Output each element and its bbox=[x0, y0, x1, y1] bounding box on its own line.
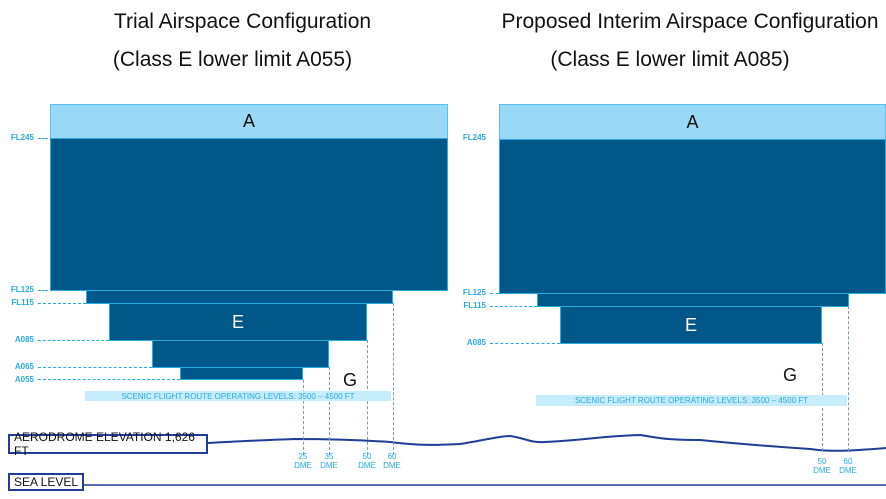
dme-line bbox=[303, 380, 304, 455]
aerodrome-elevation-label: AERODROME ELEVATION 1,626 FT bbox=[8, 430, 208, 458]
dme-line bbox=[848, 306, 849, 451]
right-level-fl125: FL125 bbox=[462, 288, 486, 297]
left-class-e: E bbox=[109, 303, 367, 341]
left-tier-fl115 bbox=[86, 290, 393, 304]
left-class-g: G bbox=[343, 370, 358, 390]
right-class-a: A bbox=[499, 104, 886, 140]
left-level-a055: A055 bbox=[14, 375, 34, 384]
right-subtitle: (Class E lower limit A085) bbox=[550, 48, 790, 71]
left-class-a: A bbox=[50, 104, 448, 139]
right-tier-fl115 bbox=[537, 293, 849, 307]
left-upper-block bbox=[50, 138, 448, 291]
left-level-fl245: FL245 bbox=[10, 133, 34, 142]
terrain-line bbox=[207, 433, 886, 452]
right-class-g: G bbox=[783, 365, 798, 385]
left-scenic-route: SCENIC FLIGHT ROUTE OPERATING LEVELS: 35… bbox=[85, 391, 391, 401]
left-title: Trial Airspace Configuration bbox=[113, 10, 372, 33]
left-level-fl125: FL125 bbox=[10, 285, 34, 294]
sea-level-label: SEA LEVEL bbox=[8, 473, 84, 491]
left-level-a085: A085 bbox=[14, 335, 34, 344]
left-level-a065: A065 bbox=[14, 362, 34, 371]
right-class-e: E bbox=[560, 306, 822, 344]
left-tier-a055 bbox=[180, 367, 303, 380]
right-upper-block bbox=[499, 139, 886, 294]
right-scenic-route: SCENIC FLIGHT ROUTE OPERATING LEVELS: 35… bbox=[536, 395, 847, 406]
right-title: Proposed Interim Airspace Configuration bbox=[501, 10, 879, 33]
dme-line bbox=[393, 303, 394, 455]
dme-line bbox=[329, 367, 330, 455]
right-level-a085: A085 bbox=[466, 338, 486, 347]
left-tier-a065 bbox=[152, 340, 329, 368]
right-level-fl115: FL115 bbox=[463, 301, 486, 310]
right-level-fl245: FL245 bbox=[462, 133, 486, 142]
left-subtitle: (Class E lower limit A055) bbox=[112, 48, 353, 71]
left-level-fl115: FL115 bbox=[11, 298, 34, 307]
